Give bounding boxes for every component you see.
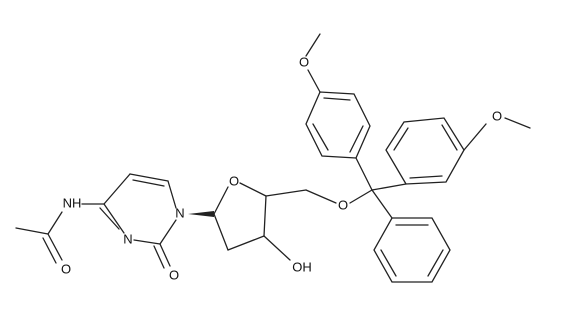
bond-c4prime-c3prime xyxy=(263,195,267,237)
ring1-inner-bond-1 xyxy=(312,123,329,151)
ring1-inner-bond-2 xyxy=(323,97,351,101)
bond-cacyl-ch3 xyxy=(15,227,49,235)
bond-n1-c1prime-hashed xyxy=(188,211,214,217)
pyrimidine-ring xyxy=(99,173,177,269)
bond-c2prime-c1prime xyxy=(213,213,229,251)
bond-ctrityl-ring1 xyxy=(355,157,373,191)
bond-o-ctrityl xyxy=(349,189,373,204)
bond-ome-o-ch3-top xyxy=(305,33,321,57)
bond-ctrityl-ring2 xyxy=(371,183,407,191)
bond-c1prime-o4prime xyxy=(213,186,229,215)
ring2-hexagon xyxy=(385,117,465,185)
atom-label-nh: NH xyxy=(63,195,82,210)
ring2-inner-bond-1 xyxy=(393,127,409,151)
bond-n1-c2 xyxy=(159,219,177,245)
atom-label-n3: N xyxy=(123,231,132,246)
sugar-ring xyxy=(188,182,307,261)
atom-label-oh: OH xyxy=(292,259,312,274)
methoxyphenyl-ring-top xyxy=(305,33,373,191)
bond-c6-n1 xyxy=(167,180,177,209)
ring1-inner-bond-3 xyxy=(349,125,364,153)
bond-c2-n3 xyxy=(133,239,161,245)
bond-c3prime-oh xyxy=(263,235,291,261)
bond-cacyl-o-double xyxy=(42,237,57,264)
atom-label-o-linker: O xyxy=(338,197,348,212)
atom-labels: NH N N O O O O OH O O xyxy=(61,54,502,282)
ring3-inner-bond-3 xyxy=(380,249,397,277)
bond-c5prime-o xyxy=(305,189,337,204)
bond-c5-c6 xyxy=(129,173,169,182)
ring1-hexagon xyxy=(305,91,371,159)
dmt-linker xyxy=(305,189,373,204)
atom-label-o-ring: O xyxy=(229,173,239,188)
bond-cacyl-o xyxy=(47,233,63,261)
atom-label-n1: N xyxy=(175,205,184,220)
bond-c4-c5 xyxy=(103,173,131,205)
bond-ome-o-ch3-right xyxy=(504,117,531,129)
bond-c3prime-c2prime xyxy=(227,235,265,251)
ring2-inner-bond-3 xyxy=(409,175,443,179)
ring3-inner-bond-2 xyxy=(427,249,444,277)
atom-label-o-methoxy-right: O xyxy=(492,108,502,123)
atom-label-o-carbonyl-pyrimidine: O xyxy=(169,267,179,282)
phenyl-ring-bottom xyxy=(371,189,451,283)
acetamido-group xyxy=(15,203,105,264)
atom-label-o-methoxy-top: O xyxy=(299,54,309,69)
atom-label-o-carbonyl-acetyl: O xyxy=(61,261,71,276)
bond-nh-cacyl xyxy=(47,211,63,235)
bond-o4prime-c4prime xyxy=(239,182,267,197)
methoxyphenyl-ring-right xyxy=(371,117,531,191)
bond-c2-o-double xyxy=(153,245,165,269)
ring2-inner-bond-2 xyxy=(441,124,458,151)
bond-c2-o xyxy=(159,243,171,267)
bond-n3-c4 xyxy=(103,203,125,234)
ring3-hexagon xyxy=(373,217,451,283)
bond-ring2-ome-o xyxy=(463,123,487,151)
bond-n3-c4-double xyxy=(99,207,120,230)
bond-ring1-ome-o xyxy=(307,69,321,93)
bond-c5-c6-double xyxy=(132,179,165,187)
bond-ctrityl-ring3 xyxy=(371,189,393,219)
bond-c4prime-c5prime xyxy=(265,189,307,197)
